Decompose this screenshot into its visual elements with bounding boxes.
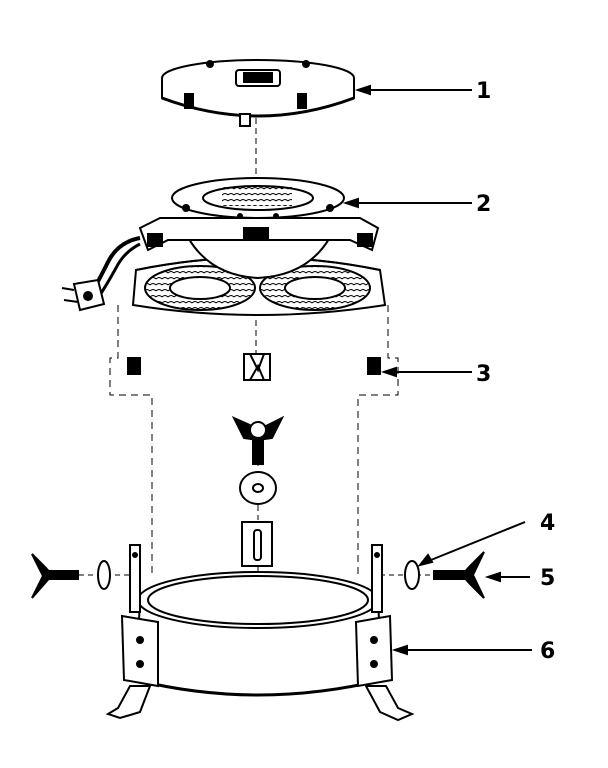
clamp-hardware <box>127 353 381 567</box>
callout-2: 2 <box>476 192 491 217</box>
heating-element-assembly <box>61 177 387 316</box>
left-wing-nut <box>31 553 111 599</box>
stand-base-ring <box>105 544 415 722</box>
callout-6: 6 <box>540 639 555 664</box>
callout-4: 4 <box>540 511 555 536</box>
right-wing-nut <box>404 551 485 599</box>
callout-1: 1 <box>476 79 491 104</box>
top-cover <box>161 59 355 127</box>
callout-numbers: 1 2 3 4 5 6 <box>476 79 555 664</box>
callout-5: 5 <box>540 566 555 591</box>
callout-3: 3 <box>476 362 491 387</box>
callout-leaders <box>342 84 532 656</box>
